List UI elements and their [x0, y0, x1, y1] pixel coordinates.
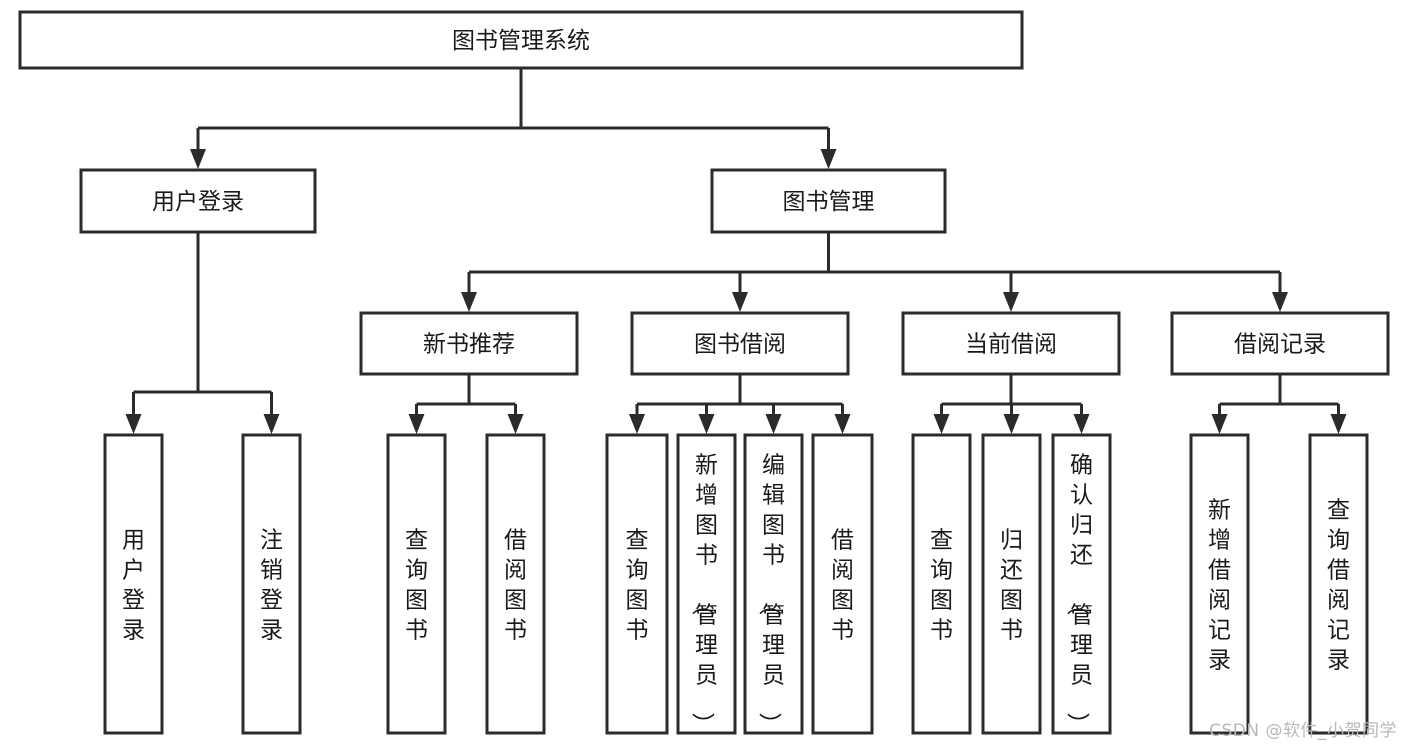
node-leaf_query_book_2[interactable]: 查询图书 — [605, 433, 669, 735]
node-box-leaf_add_book[interactable] — [676, 433, 737, 735]
arrow-head-icon — [1003, 292, 1019, 312]
node-label-leaf_add_record: 新增借阅记录 — [1208, 497, 1231, 673]
node-leaf_confirm_return[interactable]: 确认归还（管理员） — [1051, 433, 1112, 735]
node-box-leaf_query_book_3[interactable] — [911, 433, 972, 735]
node-label-leaf_return_book: 归还图书 — [1000, 527, 1023, 643]
node-box-leaf_borrow_book_1[interactable] — [485, 433, 546, 735]
node-box-leaf_edit_book[interactable] — [743, 433, 804, 735]
node-box-leaf_return_book[interactable] — [981, 433, 1042, 735]
node-leaf_edit_book[interactable]: 编辑图书（管理员） — [743, 433, 804, 735]
arrow-head-icon — [732, 292, 748, 312]
node-label-leaf_borrow_book_1: 借阅图书 — [504, 527, 527, 643]
node-box-root[interactable] — [18, 10, 1024, 70]
edge-group-book_borrow — [629, 374, 851, 434]
node-label-new_book_rec: 新书推荐 — [423, 332, 515, 358]
node-box-leaf_add_record[interactable] — [1189, 433, 1250, 735]
arrow-head-icon — [461, 292, 477, 312]
node-leaf_query_book_3[interactable]: 查询图书 — [911, 433, 972, 735]
arrow-head-icon — [834, 414, 851, 434]
node-label-leaf_query_book_1: 查询图书 — [405, 527, 428, 643]
arrow-head-icon — [820, 149, 837, 169]
node-user_login[interactable]: 用户登录 — [79, 168, 317, 234]
node-leaf_add_book[interactable]: 新增图书（管理员） — [676, 433, 737, 735]
node-label-leaf_query_book_2: 查询图书 — [626, 527, 649, 643]
arrow-head-icon — [1073, 414, 1090, 434]
arrow-head-icon — [125, 414, 142, 434]
arrow-head-icon — [933, 414, 950, 434]
node-box-leaf_query_book_2[interactable] — [605, 433, 669, 735]
node-label-leaf_confirm_return: 确认归还（管理员） — [1064, 452, 1093, 735]
node-label-book_manage: 图书管理 — [783, 189, 875, 215]
node-box-new_book_rec[interactable] — [359, 311, 579, 376]
node-label-leaf_logout: 注销登录 — [260, 527, 283, 643]
edges-layer — [125, 68, 1347, 434]
arrow-head-icon — [1003, 414, 1020, 434]
nodes-layer: 图书管理系统用户登录图书管理新书推荐图书借阅当前借阅借阅记录用户登录注销登录查询… — [18, 10, 1390, 735]
node-leaf_borrow_book_2[interactable]: 借阅图书 — [811, 433, 874, 735]
node-box-leaf_confirm_return[interactable] — [1051, 433, 1112, 735]
node-label-leaf_user_login: 用户登录 — [122, 527, 145, 643]
node-leaf_add_record[interactable]: 新增借阅记录 — [1189, 433, 1250, 735]
node-box-current_borrow[interactable] — [901, 311, 1121, 376]
node-leaf_logout[interactable]: 注销登录 — [241, 433, 302, 735]
node-label-leaf_edit_book: 编辑图书（管理员） — [756, 452, 785, 735]
node-current_borrow[interactable]: 当前借阅 — [901, 311, 1121, 376]
node-box-book_borrow[interactable] — [630, 311, 850, 376]
node-box-borrow_record[interactable] — [1170, 311, 1390, 376]
arrow-head-icon — [190, 149, 206, 169]
arrow-head-icon — [1272, 292, 1288, 312]
node-box-leaf_logout[interactable] — [241, 433, 302, 735]
node-box-book_manage[interactable] — [710, 168, 947, 234]
node-leaf_borrow_book_1[interactable]: 借阅图书 — [485, 433, 546, 735]
node-label-leaf_query_book_3: 查询图书 — [930, 527, 953, 643]
arrow-head-icon — [507, 414, 524, 434]
arrow-head-icon — [629, 414, 645, 434]
node-new_book_rec[interactable]: 新书推荐 — [359, 311, 579, 376]
arrow-head-icon — [1330, 414, 1347, 434]
node-label-root: 图书管理系统 — [452, 28, 590, 54]
node-leaf_user_login[interactable]: 用户登录 — [103, 433, 164, 735]
arrow-head-icon — [263, 414, 280, 434]
node-label-book_borrow: 图书借阅 — [694, 332, 786, 358]
node-label-leaf_add_book: 新增图书（管理员） — [689, 452, 718, 735]
node-book_borrow[interactable]: 图书借阅 — [630, 311, 850, 376]
node-book_manage[interactable]: 图书管理 — [710, 168, 947, 234]
node-label-leaf_borrow_book_2: 借阅图书 — [831, 527, 854, 643]
node-box-user_login[interactable] — [79, 168, 317, 234]
edge-group-new_book_rec — [408, 374, 524, 434]
arrow-head-icon — [765, 414, 782, 434]
node-label-leaf_query_record: 查询借阅记录 — [1327, 497, 1350, 673]
node-root[interactable]: 图书管理系统 — [18, 10, 1024, 70]
edge-group-root — [190, 68, 837, 169]
edge-group-current_borrow — [933, 374, 1090, 434]
node-box-leaf_user_login[interactable] — [103, 433, 164, 735]
node-leaf_query_book_1[interactable]: 查询图书 — [386, 433, 447, 735]
node-leaf_return_book[interactable]: 归还图书 — [981, 433, 1042, 735]
node-leaf_query_record[interactable]: 查询借阅记录 — [1308, 433, 1369, 735]
edge-group-book_manage — [461, 232, 1288, 312]
node-label-current_borrow: 当前借阅 — [965, 332, 1057, 358]
node-label-user_login: 用户登录 — [152, 189, 244, 215]
edge-group-user_login — [125, 232, 280, 434]
arrow-head-icon — [1211, 414, 1228, 434]
node-label-borrow_record: 借阅记录 — [1234, 332, 1326, 358]
arrow-head-icon — [408, 414, 425, 434]
node-borrow_record[interactable]: 借阅记录 — [1170, 311, 1390, 376]
node-box-leaf_query_record[interactable] — [1308, 433, 1369, 735]
node-box-leaf_query_book_1[interactable] — [386, 433, 447, 735]
node-box-leaf_borrow_book_2[interactable] — [811, 433, 874, 735]
edge-group-borrow_record — [1211, 374, 1347, 434]
arrow-head-icon — [698, 414, 715, 434]
